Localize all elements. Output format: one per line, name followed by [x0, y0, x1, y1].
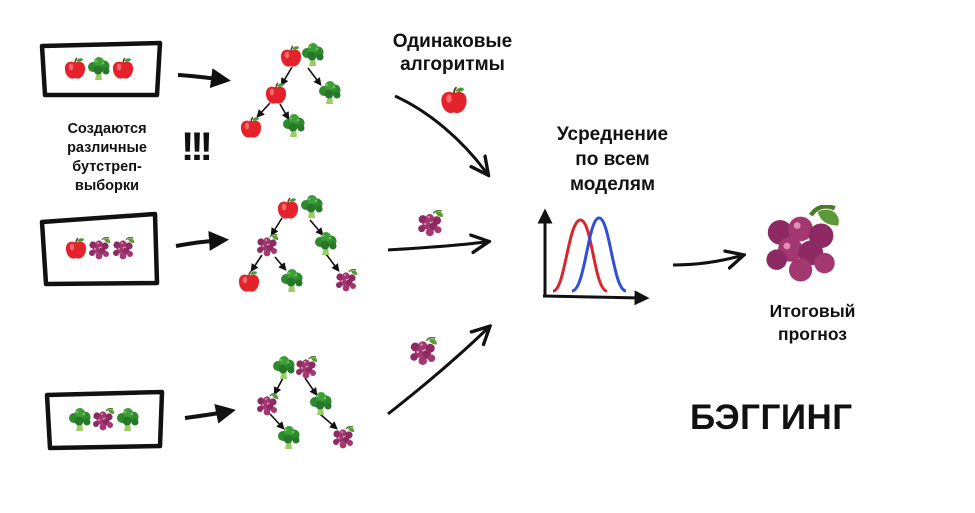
grapes-icon — [295, 356, 318, 380]
broccoli-icon — [310, 392, 332, 415]
blue-curve — [571, 216, 627, 293]
bootstrap-label: Создаются различные бутстреп- выборки — [67, 121, 147, 194]
arrow-sample-1-to-tree — [177, 68, 231, 89]
apple-icon — [440, 86, 468, 114]
sample-box-2 — [39, 211, 160, 287]
apple-icon — [240, 116, 262, 139]
broccoli-icon — [301, 195, 323, 218]
broccoli-icon — [273, 356, 295, 379]
arrow-model-3-to-average — [387, 329, 487, 416]
arrow-model-1-to-average — [394, 94, 486, 172]
arrow-average-to-final — [672, 256, 740, 265]
averaging-label: Усреднение по всем моделям — [556, 124, 669, 195]
broccoli-icon — [283, 114, 305, 137]
grapes-icon — [112, 237, 135, 261]
grapes-icon — [256, 234, 279, 258]
broccoli-icon — [315, 232, 337, 255]
final-forecast-label: Итоговый прогноз — [769, 301, 856, 344]
same-algorithms-label: Одинаковые алгоритмы — [392, 31, 513, 75]
broccoli-icon — [69, 408, 91, 431]
tree-2-edges — [250, 217, 340, 272]
sample-box-3 — [44, 389, 165, 451]
grapes-icon — [332, 426, 355, 450]
grapes-icon — [409, 337, 438, 366]
grapes-icon — [766, 206, 838, 281]
apple-icon — [277, 197, 299, 220]
grapes-icon — [417, 210, 444, 237]
averaging-plot — [537, 208, 650, 306]
grapes-icon — [92, 408, 115, 432]
apple-icon — [64, 57, 86, 80]
grapes-icon — [335, 269, 358, 293]
tree-1-edges — [256, 66, 322, 121]
sample-box-1 — [39, 40, 163, 98]
red-curve — [552, 218, 608, 293]
apple-icon — [65, 237, 87, 260]
apple-icon — [265, 82, 287, 105]
broccoli-icon — [281, 269, 303, 292]
grapes-icon — [88, 237, 111, 261]
broccoli-icon — [117, 408, 139, 431]
arrow-sample-2-to-tree — [175, 230, 229, 251]
broccoli-icon — [319, 81, 341, 104]
apple-icon — [112, 57, 134, 80]
diagram-title: БЭГГИНГ — [690, 398, 853, 437]
exclamation-marks: !!! — [181, 125, 213, 169]
apple-icon — [238, 270, 260, 293]
tree-3-edges — [269, 377, 338, 430]
apple-icon — [280, 45, 302, 68]
plot-x-axis — [542, 290, 650, 306]
broccoli-icon — [278, 426, 300, 449]
broccoli-icon — [88, 57, 110, 80]
arrow-sample-3-to-tree — [184, 403, 236, 424]
grapes-icon — [256, 393, 279, 417]
arrow-model-2-to-average — [387, 242, 485, 250]
broccoli-icon — [302, 43, 324, 66]
